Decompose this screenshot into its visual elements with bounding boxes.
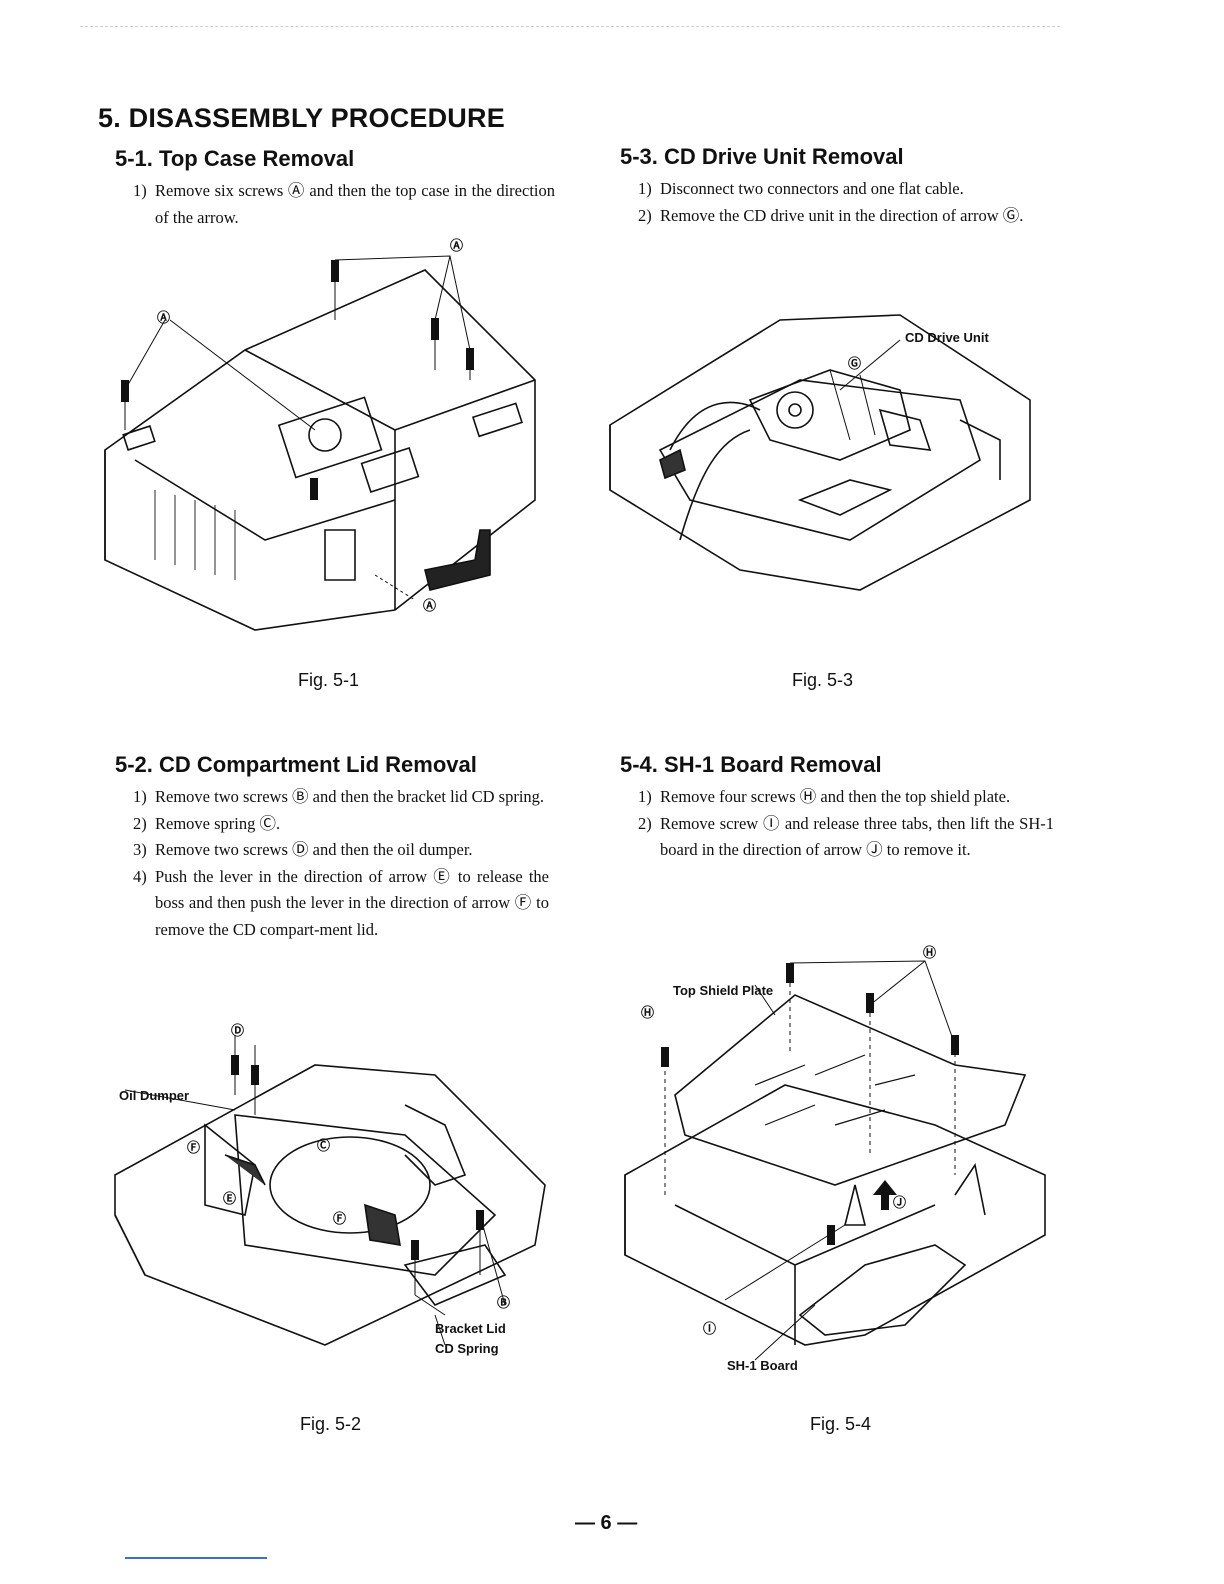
step-list: 1)Remove two screws Ⓑ and then the brack… — [115, 784, 549, 943]
step-item: 1)Remove two screws Ⓑ and then the brack… — [133, 787, 545, 806]
label-cd-drive-unit: CD Drive Unit — [905, 330, 989, 345]
figure-caption: Fig. 5-2 — [300, 1414, 362, 1434]
callout-f: Ⓕ — [333, 1211, 346, 1226]
callout-f: Ⓕ — [187, 1140, 200, 1155]
step-item: 2)Remove screw Ⓘ and release three tabs,… — [638, 813, 1054, 860]
section-cd-drive-unit-removal: 5-3. CD Drive Unit Removal 1)Disconnect … — [620, 144, 1056, 229]
callout-j: Ⓙ — [893, 1195, 906, 1210]
label-bracket-lid: Bracket Lid — [435, 1321, 506, 1336]
figure-caption: Fig. 5-1 — [298, 670, 360, 690]
figure-caption: Fig. 5-3 — [792, 670, 854, 690]
step-item: 2)Remove spring Ⓒ. — [133, 813, 281, 833]
callout-a: Ⓐ — [423, 598, 436, 613]
step-item: 1)Remove four screws Ⓗ and then the top … — [638, 787, 1011, 806]
callout-h: Ⓗ — [923, 945, 936, 960]
section-top-case-removal: 5-1. Top Case Removal 1)Remove six screw… — [115, 146, 555, 231]
step-item: 3)Remove two screws Ⓓ and then the oil d… — [133, 840, 473, 859]
section-heading: 5-1. Top Case Removal — [115, 146, 355, 171]
callout-d: Ⓓ — [231, 1023, 244, 1038]
label-cd-spring: CD Spring — [435, 1341, 499, 1356]
page-title: 5. DISASSEMBLY PROCEDURE — [98, 103, 505, 133]
step-item: 1)Remove six screws Ⓐ and then the top c… — [133, 181, 555, 227]
callout-i: Ⓘ — [703, 1321, 716, 1336]
callout-c: Ⓒ — [317, 1138, 330, 1153]
figure-caption: Fig. 5-4 — [810, 1414, 872, 1434]
section-heading: 5-2. CD Compartment Lid Removal — [115, 752, 477, 777]
figure-5-1-top-case: Ⓐ Ⓐ Ⓐ — [104, 238, 536, 631]
callout-a: Ⓐ — [450, 238, 463, 253]
section-cd-compartment-lid-removal: 5-2. CD Compartment Lid Removal 1)Remove… — [115, 752, 549, 943]
step-item: 2)Remove the CD drive unit in the direct… — [638, 205, 1024, 225]
label-oil-dumper: Oil Dumper — [119, 1088, 189, 1103]
section-sh1-board-removal: 5-4. SH-1 Board Removal 1)Remove four sc… — [620, 752, 1054, 864]
page-number: — 6 — — [575, 1512, 638, 1534]
step-list: 1)Remove six screws Ⓐ and then the top c… — [115, 178, 555, 231]
step-item: 4)Push the lever in the direction of arr… — [133, 866, 549, 939]
label-sh1-board: SH-1 Board — [727, 1358, 798, 1373]
step-item: 1)Disconnect two connectors and one flat… — [638, 179, 964, 198]
figure-5-3-cd-drive: CD Drive Unit Ⓖ — [609, 314, 1031, 591]
bottom-rule — [125, 1557, 267, 1559]
callout-b: Ⓑ — [497, 1295, 510, 1310]
figure-5-4-sh1-board: Top Shield Plate Ⓗ Ⓗ Ⓘ Ⓙ SH-1 Board — [624, 945, 1046, 1373]
step-list: 1)Disconnect two connectors and one flat… — [620, 176, 1056, 229]
callout-h: Ⓗ — [641, 1005, 654, 1020]
section-heading: 5-3. CD Drive Unit Removal — [620, 144, 904, 169]
callout-e: Ⓔ — [223, 1191, 236, 1206]
label-top-shield-plate: Top Shield Plate — [673, 983, 773, 998]
step-list: 1)Remove four screws Ⓗ and then the top … — [620, 784, 1054, 864]
callout-a: Ⓐ — [157, 310, 170, 325]
section-heading: 5-4. SH-1 Board Removal — [620, 752, 882, 777]
scan-artifact-line — [80, 26, 1060, 27]
figure-5-2-cd-lid: Oil Dumper Ⓓ Ⓕ Ⓒ Ⓔ Ⓕ Ⓑ Bracket Lid CD Sp… — [114, 1023, 546, 1356]
callout-g: Ⓖ — [848, 356, 861, 371]
